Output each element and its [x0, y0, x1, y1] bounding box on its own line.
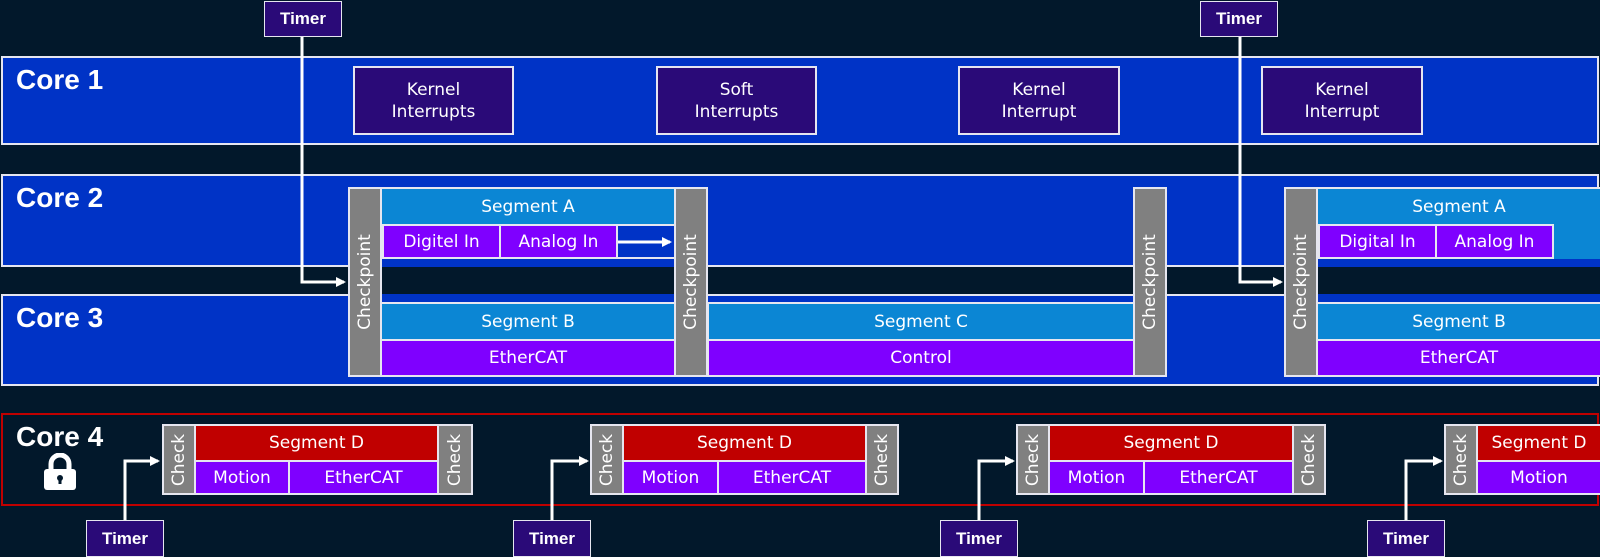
segment-b: Segment B: [382, 304, 674, 339]
segment-a: Segment A: [382, 189, 674, 224]
core-4-label: Core 4: [16, 421, 104, 452]
task-control: Control: [709, 341, 1133, 375]
task-ethercat: EtherCAT: [1318, 341, 1600, 375]
core2-fill: [1318, 259, 1600, 267]
check-label: Check: [1451, 433, 1472, 486]
timer-block: Timer: [1367, 520, 1445, 557]
interrupt-block: Soft Interrupts: [656, 66, 817, 135]
segment-d: Segment D: [1478, 426, 1600, 460]
check-label: Check: [1023, 433, 1044, 486]
task-ethercat: EtherCAT: [1145, 462, 1292, 493]
task-motion: Motion: [624, 462, 717, 493]
core2-fill: [382, 259, 674, 267]
interrupt-block: Kernel Interrupts: [353, 66, 514, 135]
checkpoint: Checkpoint: [676, 189, 706, 375]
checkpoint-label: Checkpoint: [355, 234, 375, 330]
interrupt-block: Kernel Interrupt: [958, 66, 1120, 135]
check-block: Check: [1294, 426, 1324, 493]
task-ethercat: EtherCAT: [719, 462, 865, 493]
checkpoint: Checkpoint: [350, 189, 380, 375]
check-block: Check: [1446, 426, 1476, 493]
check-block: Check: [867, 426, 897, 493]
core-3-label: Core 3: [16, 302, 104, 333]
check-block: Check: [1018, 426, 1048, 493]
task-ethercat: EtherCAT: [290, 462, 437, 493]
task-ethercat: EtherCAT: [382, 341, 674, 375]
check-label: Check: [597, 433, 618, 486]
interrupt-block: Kernel Interrupt: [1261, 66, 1423, 135]
core-gap-band: [382, 267, 674, 294]
segment-a: Segment A: [1318, 189, 1600, 224]
segment-b: Segment B: [1318, 304, 1600, 339]
core3-fill: [382, 294, 674, 302]
task-analog-in: Analog In: [501, 226, 616, 257]
segment-c: Segment C: [709, 304, 1133, 339]
segment-d: Segment D: [1050, 426, 1292, 460]
task-digital-in: Digitel In: [384, 226, 499, 257]
core-1-label: Core 1: [16, 64, 104, 95]
core-2-label: Core 2: [16, 182, 104, 213]
checkpoint: Checkpoint: [1135, 189, 1165, 375]
checkpoint-label: Checkpoint: [1291, 234, 1311, 330]
check-label: Check: [1299, 433, 1320, 486]
check-label: Check: [445, 433, 466, 486]
segment-d: Segment D: [196, 426, 437, 460]
task-digital-in: Digital In: [1320, 226, 1435, 257]
timer-block: Timer: [1200, 1, 1278, 37]
timer-block: Timer: [264, 1, 342, 37]
timer-block: Timer: [513, 520, 591, 557]
task-analog-in: Analog In: [1437, 226, 1552, 257]
task-motion: Motion: [1050, 462, 1143, 493]
segment-d: Segment D: [624, 426, 865, 460]
timer-block: Timer: [86, 520, 164, 557]
checkpoint-label: Checkpoint: [681, 234, 701, 330]
task-motion: Motion: [1478, 462, 1600, 493]
check-block: Check: [439, 426, 471, 493]
core-gap-band: [1318, 267, 1600, 294]
timer-block: Timer: [940, 520, 1018, 557]
lock-icon: [43, 452, 77, 491]
segment-a-fill: [1554, 224, 1600, 259]
check-label: Check: [169, 433, 190, 486]
core2-fill: [618, 226, 674, 257]
check-block: Check: [164, 426, 194, 493]
check-block: Check: [592, 426, 622, 493]
checkpoint: Checkpoint: [1286, 189, 1316, 375]
core3-fill: [1318, 294, 1600, 302]
task-motion: Motion: [196, 462, 288, 493]
checkpoint-label: Checkpoint: [1140, 234, 1160, 330]
check-label: Check: [872, 433, 893, 486]
